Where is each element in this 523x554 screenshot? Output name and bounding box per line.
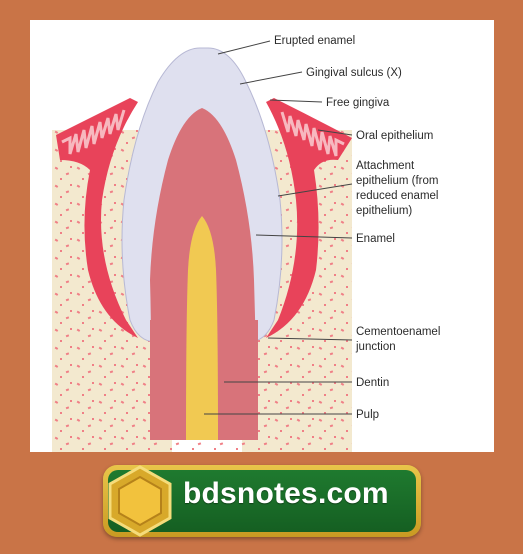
label-oral-epithelium: Oral epithelium [356,130,433,142]
label-enamel: Enamel [356,233,395,245]
pulp [186,216,218,440]
label-dentin: Dentin [356,377,389,389]
leader-lines [204,40,353,415]
label-attachment-epithelium-1: Attachment [356,160,415,172]
label-attachment-epithelium-2: epithelium (from [356,175,438,187]
left-gingiva [56,98,138,338]
label-pulp: Pulp [356,409,379,421]
label-cej-1: Cementoenamel [356,326,440,338]
brand-text[interactable]: bdsnotes.com [183,477,389,510]
brand-badge[interactable]: bdsnotes.com [103,465,421,537]
right-gingiva [266,98,352,338]
label-free-gingiva: Free gingiva [326,97,390,109]
right-gingiva-rete [280,111,345,157]
hexagon-logo-icon [108,465,172,537]
label-cej-2: junction [355,341,396,353]
label-erupted-enamel: Erupted enamel [274,35,355,47]
label-attachment-epithelium-3: reduced enamel [356,190,438,202]
tooth-diagram: Erupted enamel Gingival sulcus (X) Free … [52,35,440,452]
label-attachment-epithelium-4: epithelium) [356,205,412,217]
diagram-panel: Erupted enamel Gingival sulcus (X) Free … [30,20,494,452]
left-gingiva-rete [61,109,126,155]
label-gingival-sulcus: Gingival sulcus (X) [306,67,402,79]
